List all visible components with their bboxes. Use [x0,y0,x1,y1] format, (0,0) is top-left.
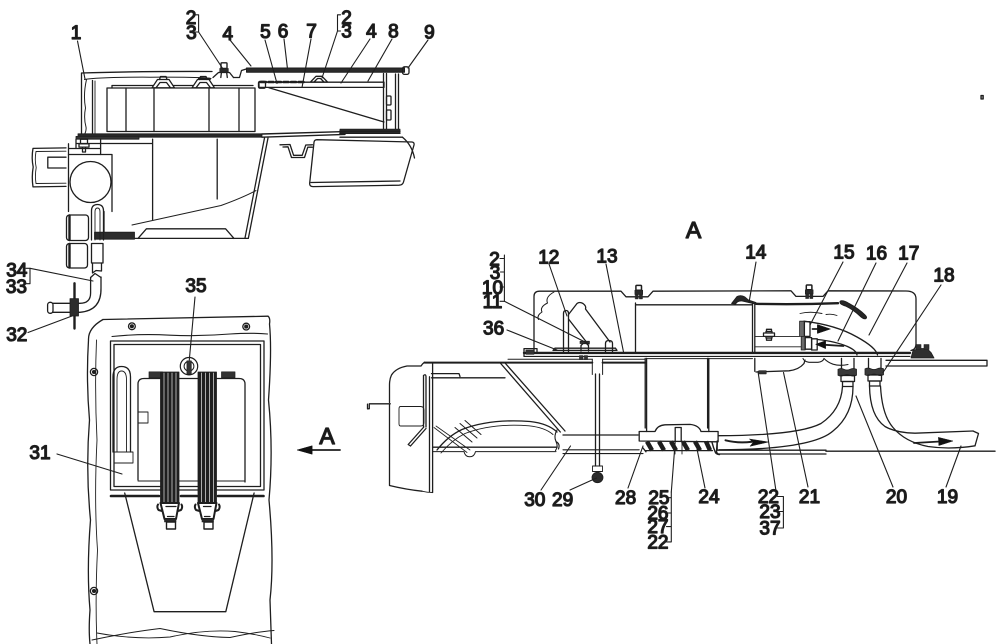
svg-text:33: 33 [6,277,27,298]
svg-text:2: 2 [489,250,500,271]
svg-text:5: 5 [260,22,271,43]
svg-text:31: 31 [29,443,50,464]
svg-text:8: 8 [388,22,399,43]
svg-text:7: 7 [306,22,317,43]
svg-text:19: 19 [937,487,958,508]
svg-text:14: 14 [745,243,767,264]
svg-text:22: 22 [758,487,779,508]
svg-text:12: 12 [538,248,559,269]
svg-text:30: 30 [524,490,545,511]
svg-text:2: 2 [186,8,197,29]
svg-text:3: 3 [341,22,352,43]
svg-text:15: 15 [833,243,854,264]
svg-text:20: 20 [886,487,907,508]
svg-text:10: 10 [482,278,503,299]
svg-text:22: 22 [647,533,668,554]
svg-text:34: 34 [6,261,28,282]
svg-text:28: 28 [615,488,636,509]
svg-text:3: 3 [490,263,501,284]
svg-text:13: 13 [596,247,617,268]
svg-text:1: 1 [71,23,82,44]
svg-text:4: 4 [223,24,234,45]
svg-text:25: 25 [648,488,669,509]
svg-text:9: 9 [424,23,435,44]
svg-text:26: 26 [647,504,668,525]
svg-text:A: A [686,217,702,243]
svg-text:A: A [319,423,335,449]
svg-text:18: 18 [933,266,954,287]
svg-text:11: 11 [483,292,503,313]
svg-text:29: 29 [552,490,573,511]
svg-text:23: 23 [759,502,780,523]
svg-text:16: 16 [866,244,887,265]
svg-text:36: 36 [483,319,504,340]
svg-text:3: 3 [186,23,197,44]
svg-text:37: 37 [759,519,780,540]
svg-text:6: 6 [278,22,289,43]
svg-text:24: 24 [698,487,720,508]
svg-text:35: 35 [185,276,206,297]
svg-text:2: 2 [341,8,352,29]
svg-text:21: 21 [799,487,820,508]
svg-text:17: 17 [898,244,919,265]
svg-text:27: 27 [647,517,668,538]
svg-text:4: 4 [366,22,377,43]
svg-text:32: 32 [6,325,27,346]
